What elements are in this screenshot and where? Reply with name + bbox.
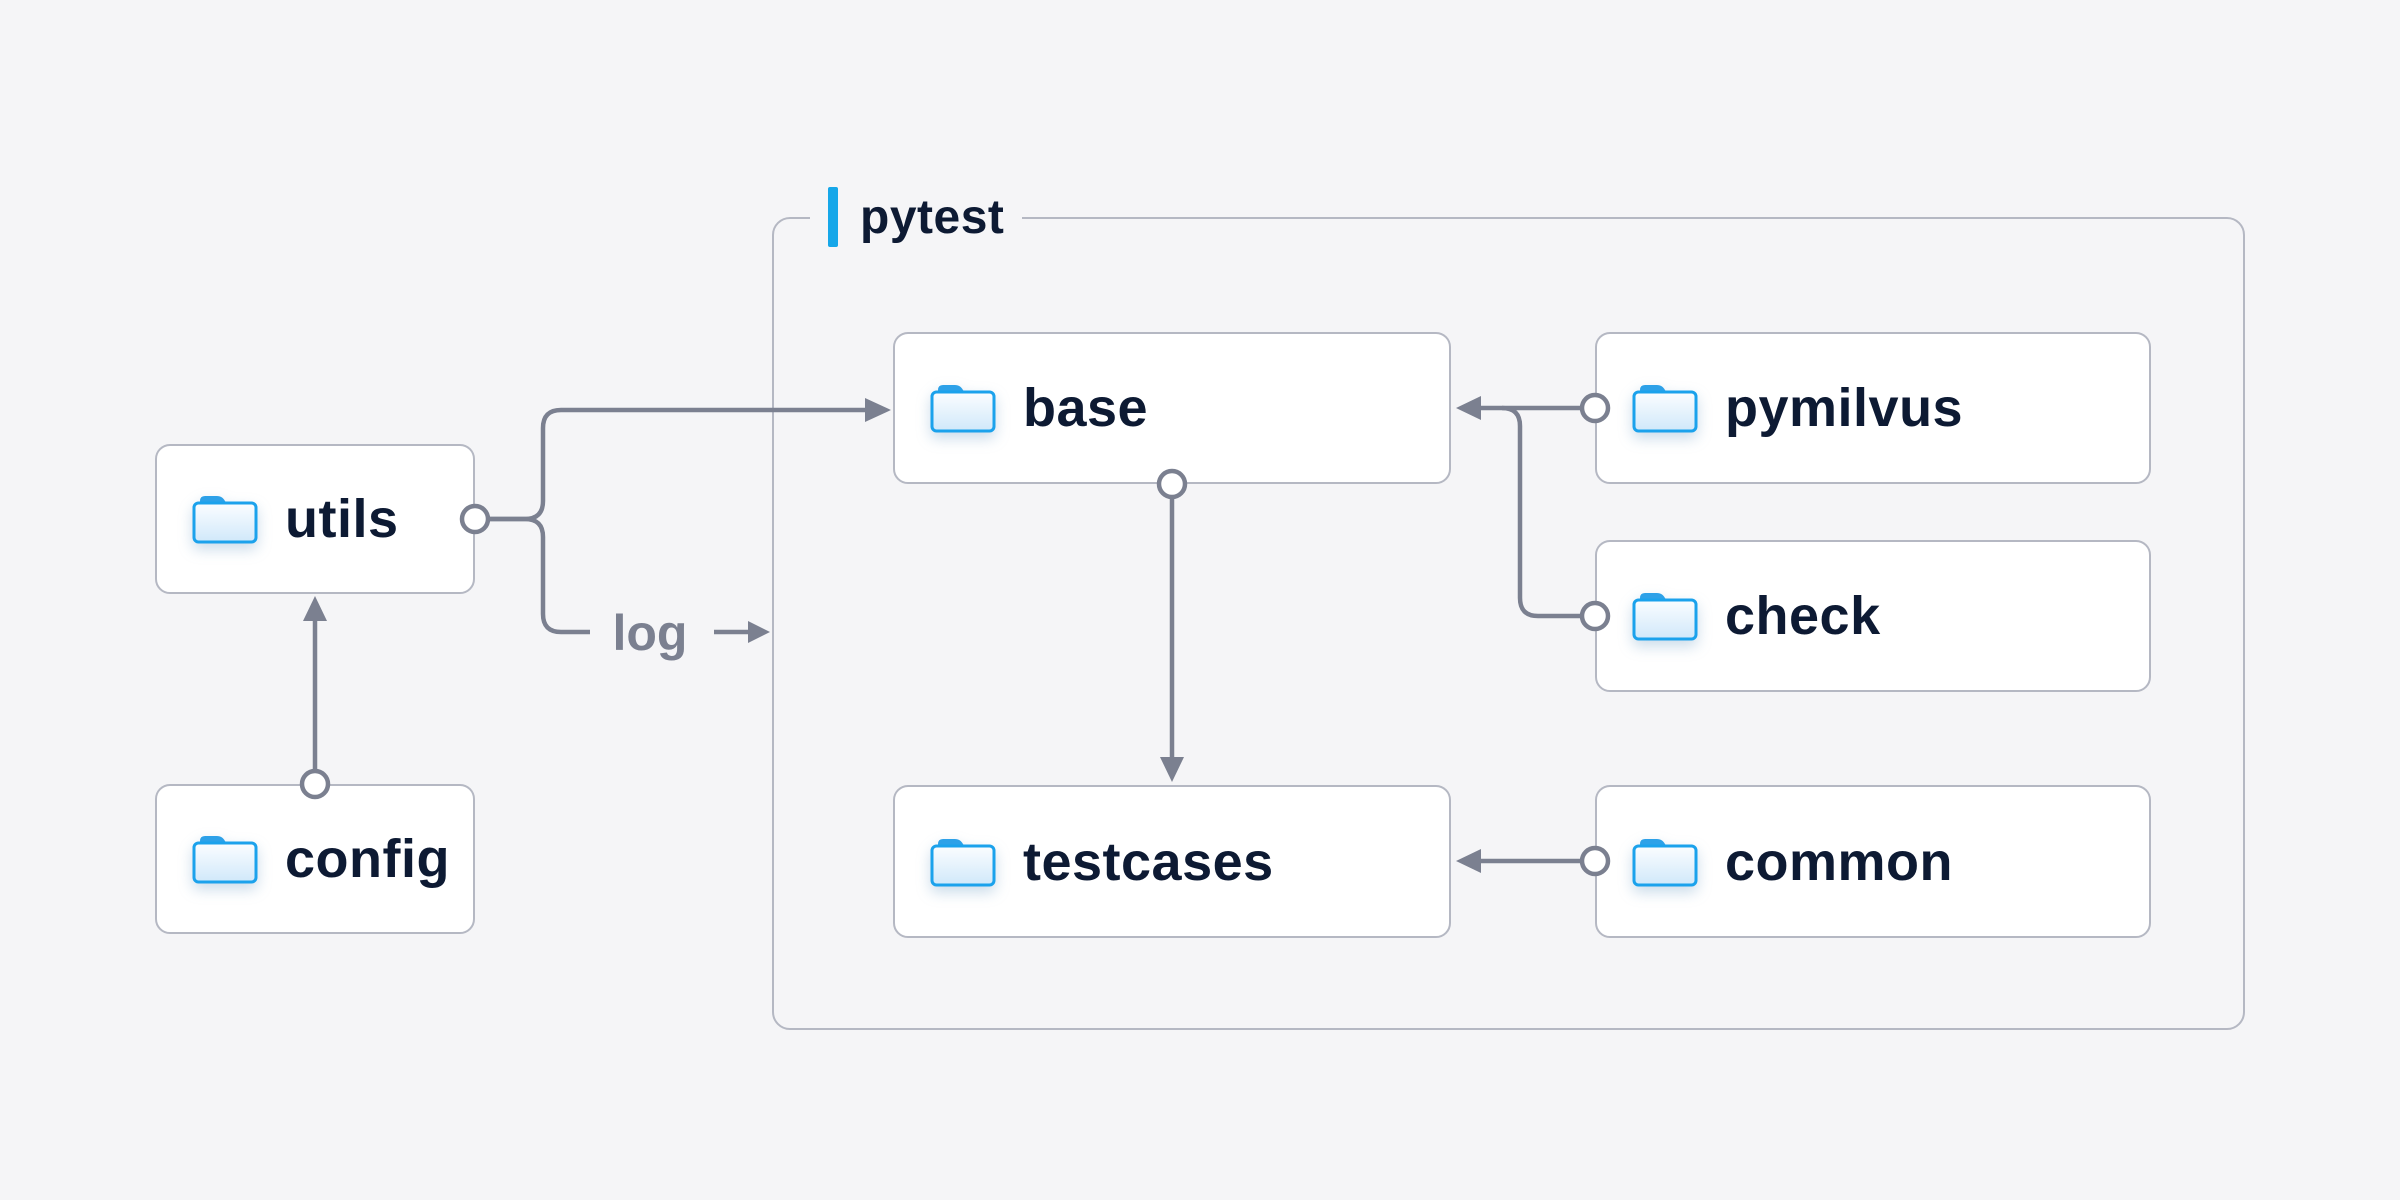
folder-node-check: check	[1595, 540, 2151, 692]
folder-node-config: config	[155, 784, 475, 934]
pytest-group-container	[772, 217, 2245, 1030]
node-label: testcases	[1023, 831, 1274, 892]
edge-label-log: log	[612, 605, 688, 661]
node-label: utils	[285, 489, 399, 549]
node-label: check	[1725, 586, 1881, 646]
folder-node-utils: utils	[155, 444, 475, 594]
folder-icon	[1632, 593, 1698, 641]
folder-node-pymilvus: pymilvus	[1595, 332, 2151, 484]
edge-config-utils	[299, 596, 331, 800]
folder-icon	[930, 385, 996, 433]
folder-icon	[1632, 385, 1698, 433]
pytest-group-label: pytest	[810, 185, 1023, 249]
folder-icon	[930, 838, 996, 886]
folder-icon	[192, 836, 258, 884]
node-label: pymilvus	[1725, 378, 1964, 438]
node-label: config	[285, 829, 450, 889]
folder-node-base: base	[893, 332, 1451, 484]
node-label: common	[1725, 831, 1954, 892]
group-label-text: pytest	[860, 190, 1005, 244]
folder-icon	[1632, 838, 1698, 886]
node-label: base	[1023, 378, 1149, 438]
folder-icon	[192, 496, 258, 544]
folder-node-common: common	[1595, 785, 2151, 938]
accent-bar-icon	[828, 187, 838, 247]
folder-node-testcases: testcases	[893, 785, 1451, 938]
